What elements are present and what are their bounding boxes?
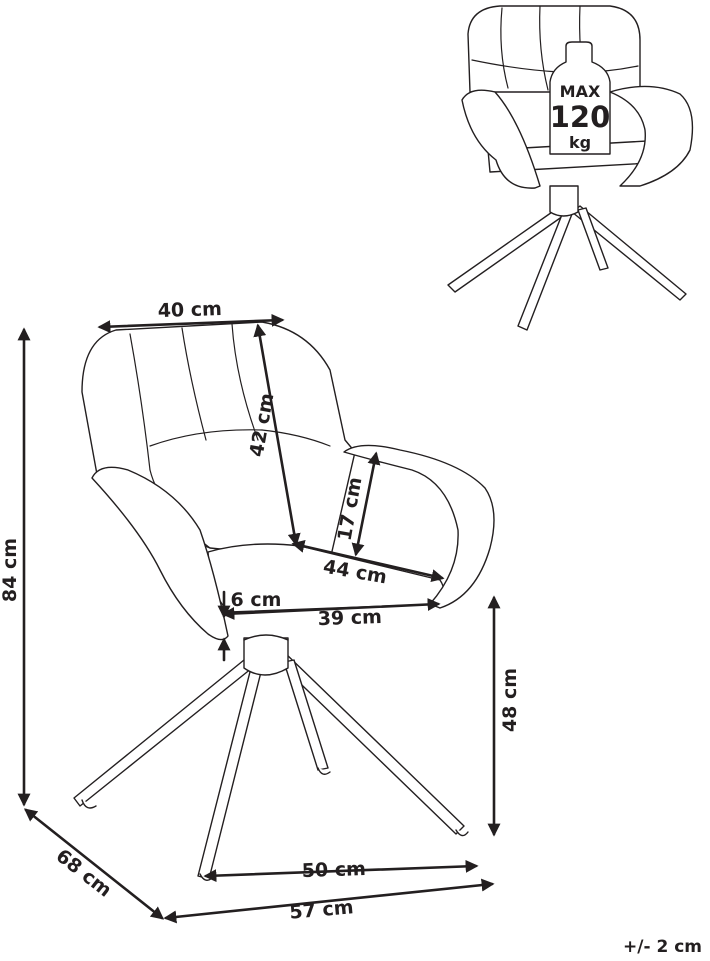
back-height-arrow [253,323,301,547]
tolerance-note: +/- 2 cm [623,937,702,957]
seat-width-label: 39 cm [317,606,382,630]
total-width-arrow [163,878,495,924]
max-load-line2: 120 [550,100,611,134]
total-depth-arrow [23,808,165,920]
armrest-height-arrow [351,451,381,557]
seat-depth-arrow [291,539,445,583]
seat-width-arrow [221,597,441,621]
seat-height-label: 48 cm [499,668,521,732]
weight-bottle-icon [549,41,611,155]
total-width-label: 57 cm [289,896,355,924]
cushion-thickness-label: 6 cm [231,589,282,611]
max-load-line3: kg [569,133,591,152]
main-chair-illustration [73,321,495,881]
back-width-arrow [97,313,285,334]
small-chair-illustration: MAX 120 kg [447,5,694,331]
back-width-label: 40 cm [157,298,222,322]
base-width-arrow [203,859,479,883]
total-height-label: 84 cm [0,538,21,602]
base-width-label: 50 cm [301,858,366,882]
max-load-line1: MAX [560,82,601,101]
